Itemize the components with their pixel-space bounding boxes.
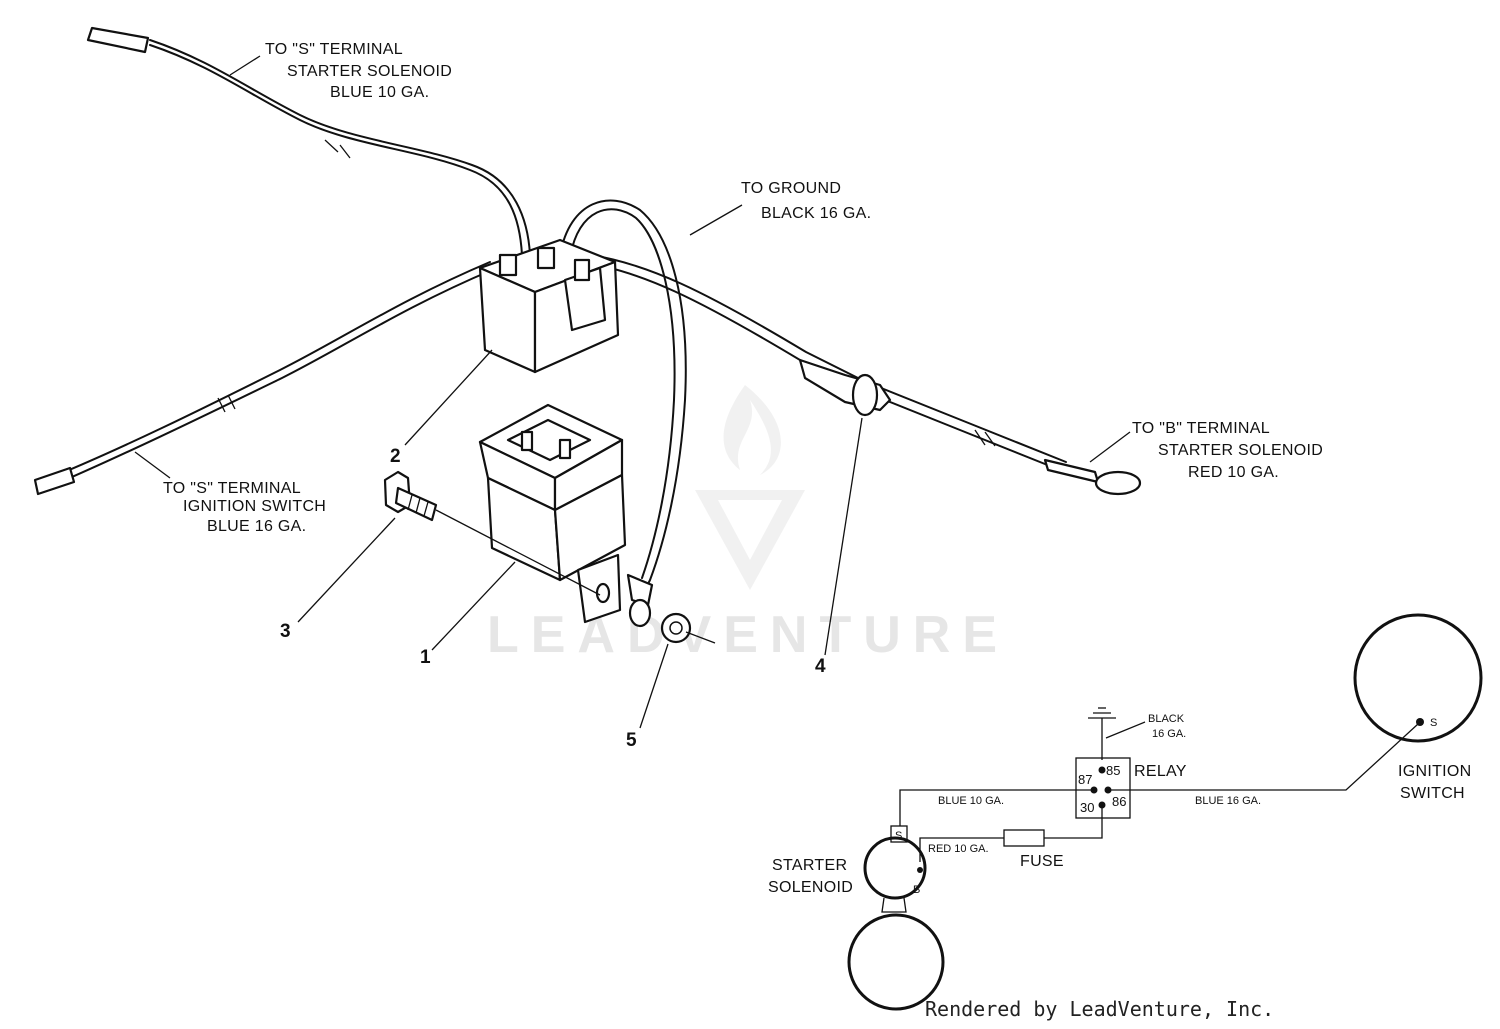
wire-black-16ga-ground-inner xyxy=(569,208,676,579)
black-wire-label: BLACK xyxy=(1148,713,1185,725)
relay-label: RELAY xyxy=(1134,763,1187,780)
wire-red-10ga-b-terminal-inner xyxy=(583,253,1067,463)
watermark-text: LEADVENTURE xyxy=(487,606,1009,664)
wire-break-mark-2 xyxy=(339,144,351,159)
label-line: BLACK 16 GA. xyxy=(761,205,871,222)
wire-break-mark-5 xyxy=(217,397,226,413)
label-line: BLUE 16 GA. xyxy=(207,518,306,535)
label-line: RED 10 GA. xyxy=(1188,464,1279,481)
b-ring-terminal xyxy=(1043,458,1100,484)
solenoid-b-dot xyxy=(917,867,923,873)
pin-30-label: 30 xyxy=(1080,800,1094,815)
label-line: TO GROUND xyxy=(741,180,841,197)
wire-break-mark-6 xyxy=(227,394,236,410)
schematic-wire-blue-10 xyxy=(899,789,1094,826)
bolt-axis-line xyxy=(435,509,601,596)
pin-85-label: 85 xyxy=(1106,763,1120,778)
label-s-terminal-starter: TO "S" TERMINAL STARTER SOLENOID BLUE 10… xyxy=(265,41,452,101)
leader-part-4 xyxy=(824,417,863,656)
leader-s-starter xyxy=(229,55,261,76)
leader-s-ignition xyxy=(134,451,171,479)
label-line: STARTER SOLENOID xyxy=(287,63,452,80)
fuse-label: FUSE xyxy=(1020,853,1064,870)
pin-85-dot xyxy=(1098,766,1106,774)
bolt-thread xyxy=(407,494,413,511)
ground-ring-eye xyxy=(628,598,652,628)
wire-blue-16ga-ignition-inner xyxy=(41,269,493,491)
wire-blue-10ga-starter-inner xyxy=(149,39,531,256)
washer-axis-line xyxy=(685,631,716,644)
label-line: STARTER SOLENOID xyxy=(1158,442,1323,459)
pin-87-label: 87 xyxy=(1078,772,1092,787)
leader-part-1 xyxy=(431,561,516,651)
terminal-connector-s-ignition xyxy=(33,466,76,496)
leader-b-terminal xyxy=(1089,431,1131,463)
bolt-thread-3 xyxy=(423,501,429,517)
starter-solenoid-label: STARTER xyxy=(772,857,847,874)
wire-break-mark-4 xyxy=(984,431,996,447)
schematic-wire-blue-16 xyxy=(1108,723,1419,791)
bolt-thread-2 xyxy=(415,497,421,514)
wire-break-mark-3 xyxy=(974,429,986,446)
credit-text: Rendered by LeadVenture, Inc. xyxy=(925,997,1274,1021)
blue10-label: BLUE 10 GA. xyxy=(938,795,1004,807)
relay-part-1 xyxy=(478,403,627,624)
label-b-terminal: TO "B" TERMINAL STARTER SOLENOID RED 10 … xyxy=(1132,420,1323,481)
wire-break-mark xyxy=(324,139,339,153)
callout-5: 5 xyxy=(626,730,637,751)
fuse-holder-collar xyxy=(851,373,879,417)
label-line: TO "B" TERMINAL xyxy=(1132,420,1270,437)
leader-part-3 xyxy=(297,517,396,623)
leader-part-2 xyxy=(404,349,493,446)
wire-black-16ga-ground xyxy=(559,199,687,601)
relay-symbol xyxy=(1075,757,1131,819)
watermark-logo-icon xyxy=(695,385,805,590)
wire-blue-10ga-starter xyxy=(149,44,523,256)
wire-blue-16ga-ignition xyxy=(39,261,491,483)
terminal-connector-s-starter xyxy=(86,26,150,54)
callout-2: 2 xyxy=(390,446,401,467)
label-line: TO "S" TERMINAL xyxy=(265,41,403,58)
bolt-part-3 xyxy=(383,470,601,596)
relay-connector-part-2 xyxy=(478,238,620,374)
ignition-terminal-label: S xyxy=(1430,717,1437,729)
pin-86-label: 86 xyxy=(1112,794,1126,809)
leader-black-wire xyxy=(1105,721,1146,739)
starter-motor-symbol xyxy=(847,913,945,1011)
ignition-switch-label-2: SWITCH xyxy=(1400,785,1465,802)
label-line: BLUE 10 GA. xyxy=(330,84,429,101)
leader-part-5 xyxy=(639,643,669,729)
ignition-switch-label: IGNITION xyxy=(1398,763,1472,780)
starter-solenoid-label-2: SOLENOID xyxy=(768,879,853,896)
label-line: TO "S" TERMINAL xyxy=(163,480,301,497)
callout-3: 3 xyxy=(280,621,291,642)
label-s-terminal-ignition: TO "S" TERMINAL IGNITION SWITCH BLUE 16 … xyxy=(163,480,326,535)
b-ring-eye xyxy=(1094,470,1142,496)
blue16-label: BLUE 16 GA. xyxy=(1195,795,1261,807)
label-line: IGNITION SWITCH xyxy=(183,498,326,515)
ignition-switch-symbol xyxy=(1353,613,1483,743)
starter-solenoid-symbol xyxy=(863,836,927,900)
fuse-symbol xyxy=(1003,829,1045,847)
callout-1: 1 xyxy=(420,647,431,668)
wiring-schematic: S IGNITION SWITCH BLACK 16 GA. 85 87 86 … xyxy=(768,613,1483,1011)
lock-washer-part-5 xyxy=(660,612,716,644)
solenoid-b-label: B xyxy=(913,884,920,896)
schematic-wire-red-a xyxy=(1044,805,1103,839)
black-wire-label-2: 16 GA. xyxy=(1152,728,1186,740)
red10-label: RED 10 GA. xyxy=(928,843,989,855)
label-ground: TO GROUND BLACK 16 GA. xyxy=(741,180,871,222)
solenoid-s-label: S xyxy=(895,830,902,842)
leader-ground xyxy=(689,204,743,236)
motor-mount xyxy=(881,897,907,913)
callout-4: 4 xyxy=(815,656,826,677)
mounting-hole xyxy=(595,582,611,604)
solenoid-s-terminal xyxy=(890,825,908,843)
